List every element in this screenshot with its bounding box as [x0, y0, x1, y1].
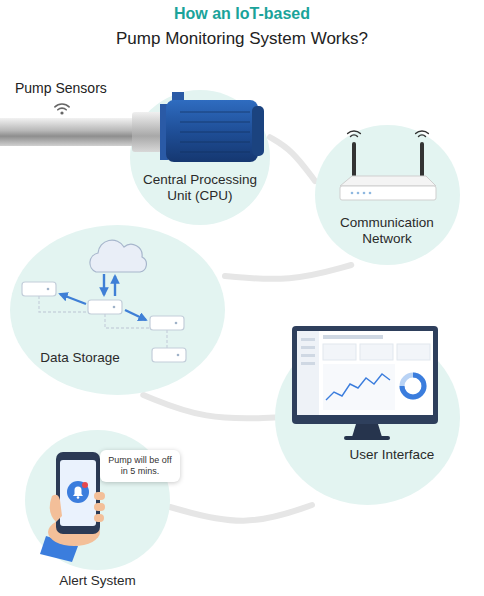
- notification-bubble: Pump will be off in 5 mins.: [100, 450, 180, 482]
- monitor-stand: [352, 424, 382, 437]
- flow-connector: [225, 265, 351, 279]
- process-circle: Central Processing Unit (CPU): [130, 90, 270, 225]
- node-label: Alert System: [35, 573, 160, 589]
- fingers: [94, 492, 105, 522]
- node-outline: [130, 90, 270, 225]
- monitor-screen: [297, 331, 433, 415]
- led: [369, 192, 372, 195]
- node-label: User Interface: [342, 447, 442, 463]
- title-holder: How an IoT-based Pump Monitoring System …: [0, 1, 484, 51]
- card: [360, 344, 393, 360]
- wifi-arc: [58, 108, 66, 110]
- node-outline: [275, 330, 460, 505]
- arrow: [114, 276, 116, 296]
- wifi-dot: [60, 111, 63, 114]
- monitor-base: [344, 436, 390, 440]
- phone-screen: [60, 460, 96, 526]
- menu-item: [301, 362, 315, 365]
- led: [363, 192, 366, 195]
- server-box: [152, 348, 186, 362]
- label-holder: Pump Sensors: [15, 80, 107, 97]
- chart-area: [323, 364, 395, 410]
- node-label: Communication Network: [327, 215, 447, 247]
- led: [47, 288, 50, 291]
- fin: [180, 131, 250, 133]
- led: [175, 322, 178, 325]
- node-shape: [315, 125, 460, 265]
- alert-circle: Pump will be off in 5 mins.Alert System: [25, 430, 170, 570]
- menu-item: [301, 354, 315, 357]
- title: How an IoT-based Pump Monitoring System …: [0, 1, 484, 51]
- led: [113, 306, 116, 309]
- arrow: [103, 274, 105, 295]
- motor-body: [166, 100, 258, 162]
- card: [397, 344, 430, 360]
- finger: [94, 514, 104, 522]
- text-holder: Communication Network: [327, 215, 447, 247]
- node-shape: [130, 90, 270, 225]
- server-box: [150, 316, 184, 330]
- component-label: Pump Sensors: [15, 80, 107, 97]
- network-circle: Communication Network: [315, 125, 460, 265]
- text-holder: Central Processing Unit (CPU): [139, 172, 261, 204]
- router-top: [340, 176, 436, 186]
- dashboard-cards: [323, 344, 430, 360]
- donut-chart: [402, 375, 424, 397]
- interface-circle: User Interface: [275, 330, 460, 505]
- node-shape: [25, 430, 170, 570]
- flow-connector: [143, 395, 275, 418]
- pump-shaft: [0, 118, 136, 146]
- message-text: Pump will be off in 5 mins.: [105, 455, 175, 477]
- motor-end-cap: [252, 106, 264, 156]
- wifi-icon: [55, 104, 69, 110]
- text-holder: Data Storage: [35, 350, 125, 366]
- node-shape: [275, 330, 460, 505]
- phone-body: [56, 452, 100, 534]
- node-label: Data Storage: [35, 350, 125, 366]
- led: [177, 354, 180, 357]
- fin: [180, 141, 250, 143]
- notification-dot: [82, 482, 88, 488]
- finger: [94, 503, 105, 511]
- line-chart: [326, 374, 390, 400]
- dashboard-sidebar: [297, 331, 319, 415]
- storage-circle: Data Storage: [10, 225, 225, 395]
- bell-icon: [73, 487, 83, 497]
- menu-item: [301, 338, 315, 341]
- flow-connector: [270, 137, 315, 181]
- server-box: [22, 282, 56, 296]
- fin: [180, 121, 250, 123]
- text-holder: User Interface: [342, 447, 442, 463]
- fin: [180, 151, 250, 153]
- router-leds: [351, 192, 372, 195]
- card: [323, 344, 356, 360]
- finger: [94, 492, 105, 500]
- flow-connector: [170, 505, 312, 521]
- server-box: [88, 300, 122, 314]
- pump-coupling: [132, 112, 162, 152]
- text-holder: Alert System: [35, 573, 160, 589]
- bell-clapper: [77, 496, 80, 499]
- menu-item: [301, 346, 315, 349]
- node-shape: [10, 225, 225, 395]
- node-label: Central Processing Unit (CPU): [139, 172, 261, 204]
- led: [351, 192, 354, 195]
- node-outline: [10, 225, 225, 395]
- monitor-frame: [292, 326, 438, 424]
- fin: [180, 111, 250, 113]
- donut-segment: [402, 375, 424, 397]
- bell-badge: [67, 481, 89, 503]
- wifi-arc: [55, 104, 69, 107]
- router-front: [340, 186, 436, 200]
- led: [357, 192, 360, 195]
- dashboard-header: [323, 335, 383, 339]
- motor-fins: [180, 112, 250, 152]
